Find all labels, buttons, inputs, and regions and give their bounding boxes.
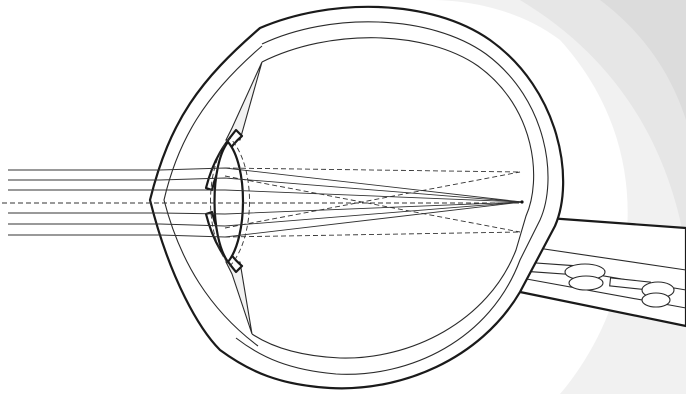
sclera	[150, 7, 563, 389]
focal-point	[520, 200, 523, 203]
